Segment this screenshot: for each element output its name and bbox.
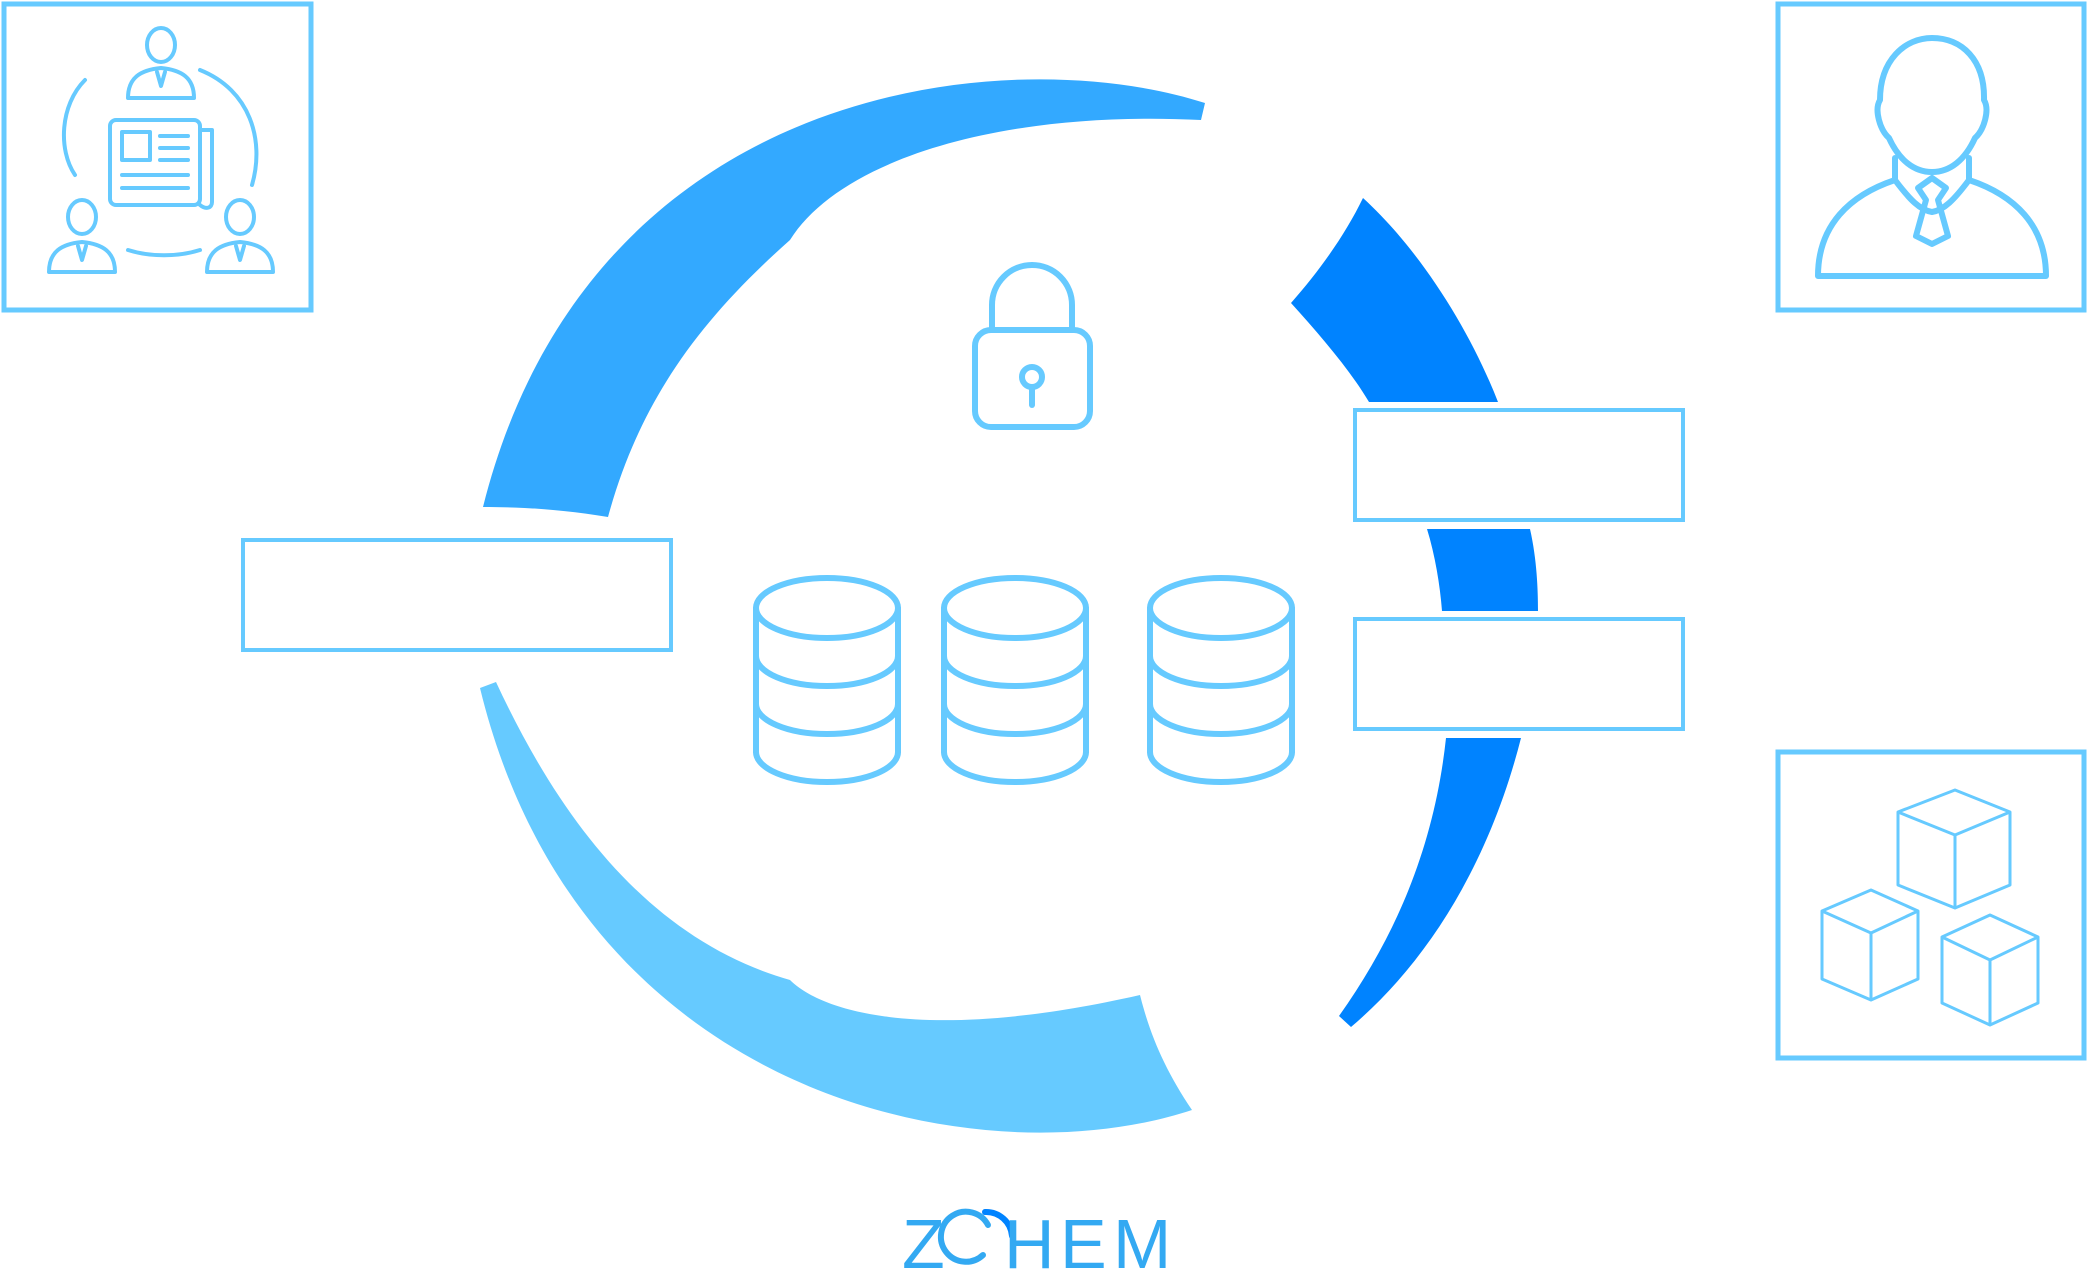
database-cylinder-2 — [941, 575, 1089, 785]
businessman-card — [1775, 1, 2087, 313]
brand-letter-m: M — [1113, 1205, 1171, 1272]
padlock-icon — [972, 262, 1093, 430]
arc-segment-right-bottom — [1339, 738, 1521, 1027]
right-lower-label-box — [1353, 617, 1685, 731]
left-label-box — [241, 538, 673, 652]
right-upper-label-box — [1353, 408, 1685, 522]
arc-segment-right-middle — [1427, 529, 1538, 611]
cubes-icon — [1820, 788, 2040, 1027]
arc-segment-right-top — [1291, 198, 1498, 402]
brand-letter-z: Z — [902, 1205, 945, 1272]
brand-letter-h: H — [1004, 1205, 1055, 1272]
brand-logo: Z H E M — [902, 1205, 1171, 1272]
cubes-card — [1775, 749, 2087, 1061]
businessman-icon — [1815, 35, 2049, 279]
team-document-icon — [47, 26, 275, 274]
brand-letter-o — [937, 1208, 1015, 1265]
database-icon — [753, 575, 1295, 785]
database-cylinder-1 — [753, 575, 901, 785]
brand-letter-e: E — [1060, 1205, 1107, 1272]
team-document-card — [1, 1, 314, 313]
database-cylinder-3 — [1147, 575, 1295, 785]
arc-segment-bottom-left — [480, 682, 1192, 1133]
arc-segment-top-left — [483, 79, 1205, 517]
